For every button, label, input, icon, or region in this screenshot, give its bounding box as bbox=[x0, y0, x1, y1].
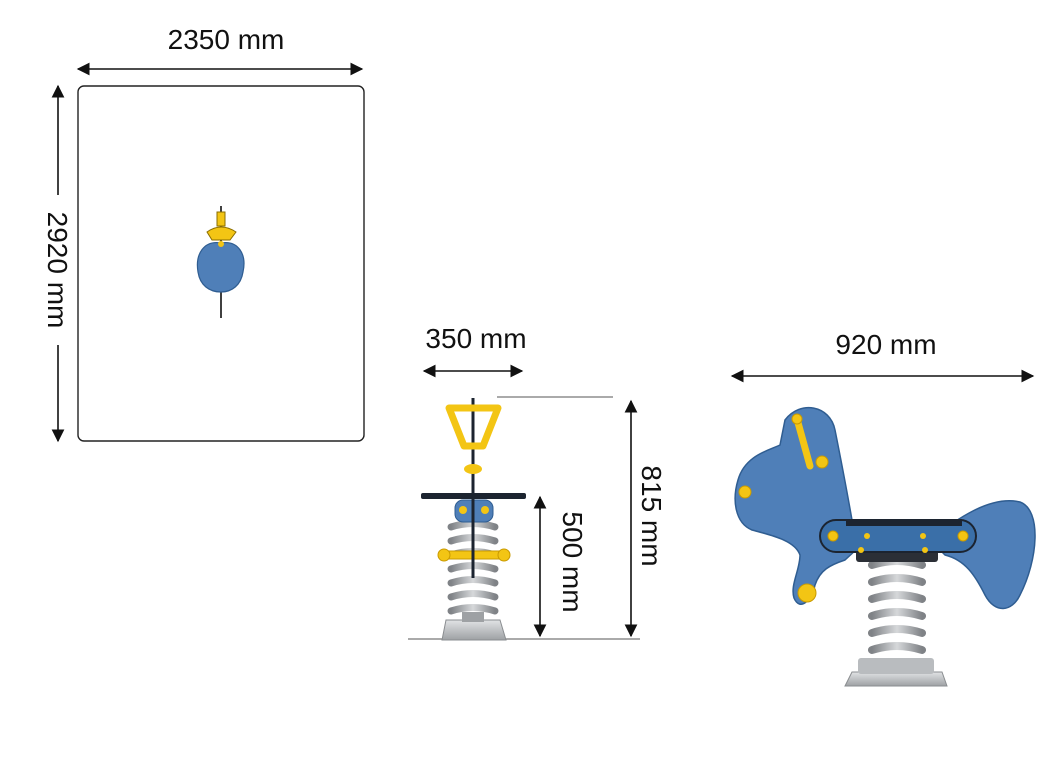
side-length-label: 920 mm bbox=[835, 329, 936, 360]
total-height-label: 815 mm bbox=[636, 465, 667, 566]
front-width-label: 350 mm bbox=[425, 323, 526, 354]
safety-zone-outline bbox=[77, 85, 365, 442]
safety-zone-length-label: 2920 mm bbox=[42, 212, 73, 329]
safety-zone-width-label: 2350 mm bbox=[168, 24, 285, 55]
seat-height-label: 500 mm bbox=[557, 511, 588, 612]
top-view-rider bbox=[196, 206, 245, 318]
front-view: 350 mm 500 mm 815 mm bbox=[408, 323, 667, 641]
side-view-rider bbox=[734, 406, 1036, 687]
top-view: 2350 mm 2920 mm bbox=[42, 24, 365, 443]
front-view-rider bbox=[421, 398, 526, 641]
side-view: 920 mm bbox=[730, 329, 1036, 687]
